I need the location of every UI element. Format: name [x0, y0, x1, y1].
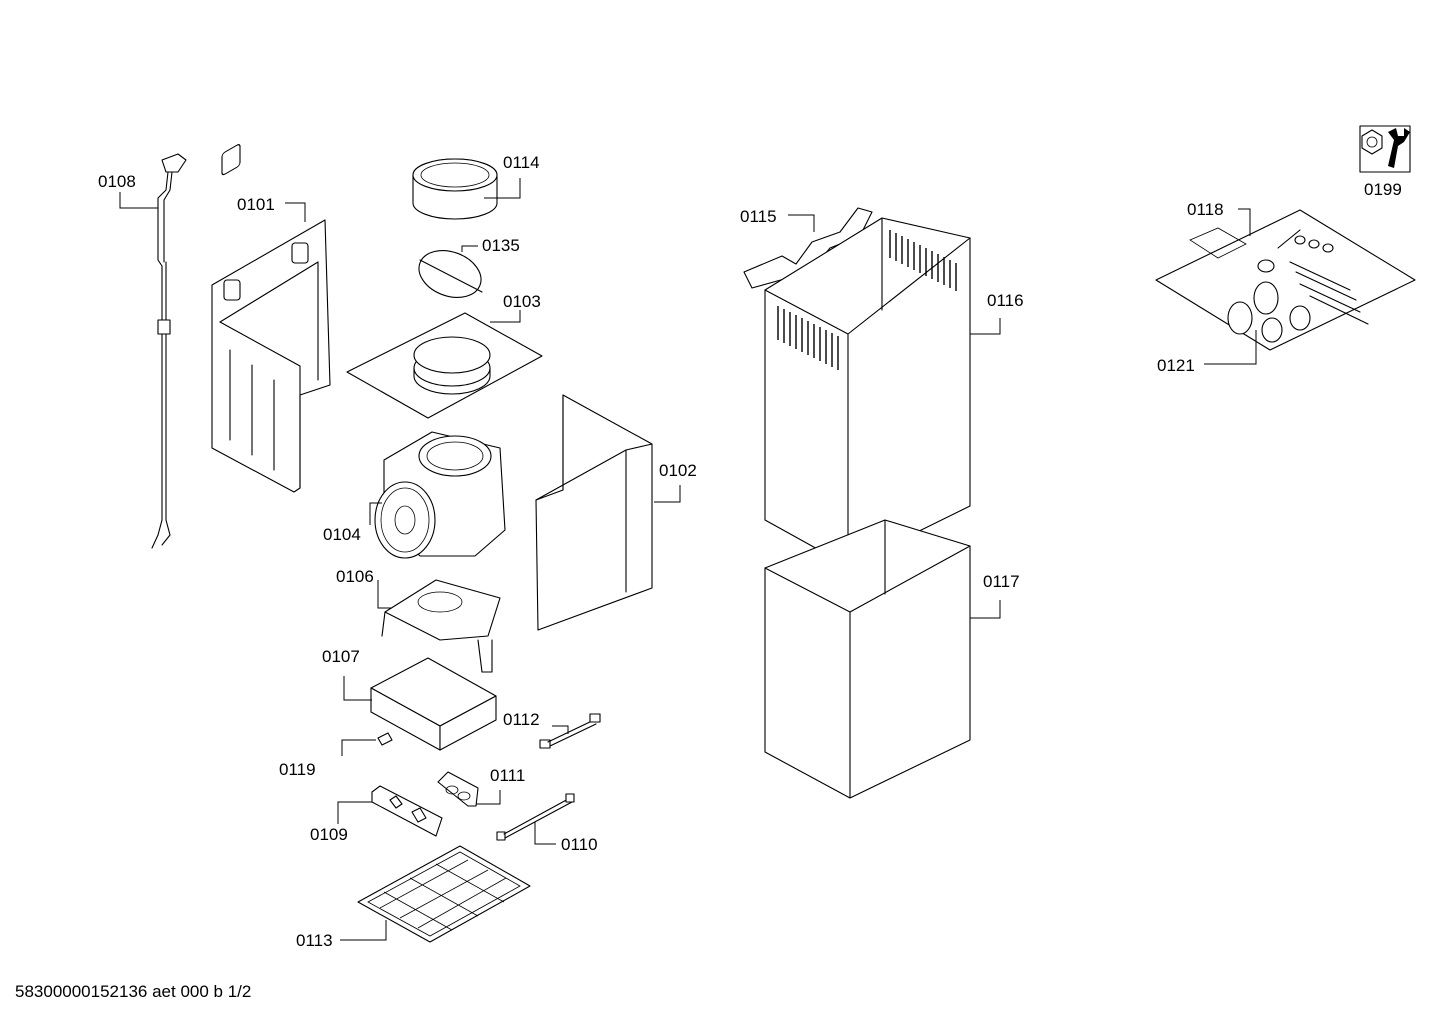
part-0117-lower-chimney[interactable]: [764, 519, 971, 799]
label-0103: 0103: [503, 292, 541, 311]
label-0118: 0118: [1187, 200, 1224, 219]
wrench-nut-icon[interactable]: [1359, 125, 1411, 173]
label-0108: 0108: [98, 172, 136, 191]
label-0116: 0116: [987, 291, 1024, 310]
part-0104-blower-motor[interactable]: [374, 431, 506, 559]
part-0116-upper-chimney[interactable]: [764, 217, 971, 567]
part-0135-damper-flap[interactable]: [412, 242, 487, 305]
part-0101-back-frame[interactable]: [211, 143, 331, 493]
label-0199: 0199: [1364, 180, 1402, 199]
label-0114: 0114: [503, 153, 540, 172]
part-0109-circuit-board[interactable]: [371, 785, 443, 837]
part-0118-fitting-bag[interactable]: [1155, 209, 1416, 351]
label-0107: 0107: [322, 647, 360, 666]
label-0113: 0113: [296, 931, 333, 950]
label-0112: 0112: [503, 710, 540, 729]
part-0110-cable[interactable]: [496, 793, 575, 841]
part-0108-power-cable[interactable]: [151, 153, 187, 549]
label-0110: 0110: [561, 835, 598, 854]
label-0106: 0106: [336, 567, 374, 586]
label-0121: 0121: [1157, 356, 1195, 375]
label-0109: 0109: [310, 825, 348, 844]
label-0117: 0117: [983, 572, 1020, 591]
label-0104: 0104: [323, 525, 361, 544]
label-0135: 0135: [482, 236, 520, 255]
part-0103-top-plate[interactable]: [346, 312, 543, 419]
part-0114-duct-ring[interactable]: [412, 158, 498, 220]
part-0102-side-panel[interactable]: [535, 394, 653, 631]
label-0111: 0111: [490, 766, 525, 785]
part-0113-grease-filter[interactable]: [357, 845, 531, 943]
label-0115: 0115: [740, 207, 777, 226]
label-0119: 0119: [279, 760, 316, 779]
part-0112-wire[interactable]: [539, 713, 601, 749]
part-0106-motor-bracket[interactable]: [381, 579, 501, 673]
part-0111-switch-block[interactable]: [437, 771, 479, 807]
label-0101: 0101: [237, 195, 275, 214]
document-id: 58300000152136 aet 000 b 1/2: [15, 982, 251, 1001]
label-0102: 0102: [659, 461, 697, 480]
part-0107-control-box[interactable]: [370, 657, 497, 751]
part-0119-clip[interactable]: [377, 732, 393, 746]
